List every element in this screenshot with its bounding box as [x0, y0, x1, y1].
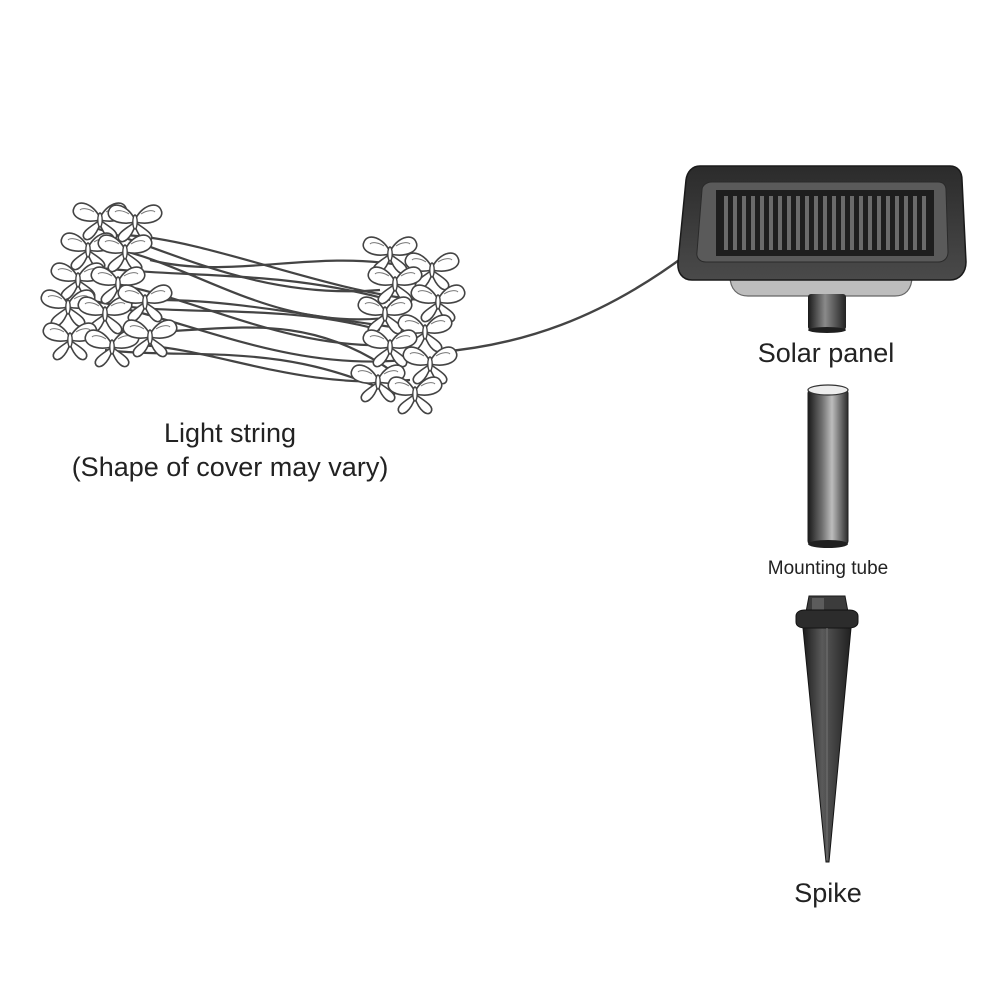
spike-label: Spike: [794, 878, 862, 908]
solar-panel-base: [729, 275, 913, 297]
light-string-title: Light string: [163, 418, 297, 448]
connection-cable: [439, 251, 691, 354]
mounting-tube-label: Mounting tube: [767, 558, 889, 579]
light-string: [40, 202, 691, 415]
light-string-label: Light string (Shape of cover may vary): [40, 416, 420, 484]
solar-panel: [677, 165, 967, 333]
solar-panel-stub: [808, 294, 846, 330]
light-string-note: (Shape of cover may vary): [71, 452, 389, 482]
mounting-tube: [807, 384, 849, 548]
butterfly-cluster-left: [40, 202, 178, 368]
butterfly-cluster-right: [350, 236, 466, 415]
spike: [795, 595, 859, 863]
solar-panel-label: Solar panel: [757, 338, 895, 368]
